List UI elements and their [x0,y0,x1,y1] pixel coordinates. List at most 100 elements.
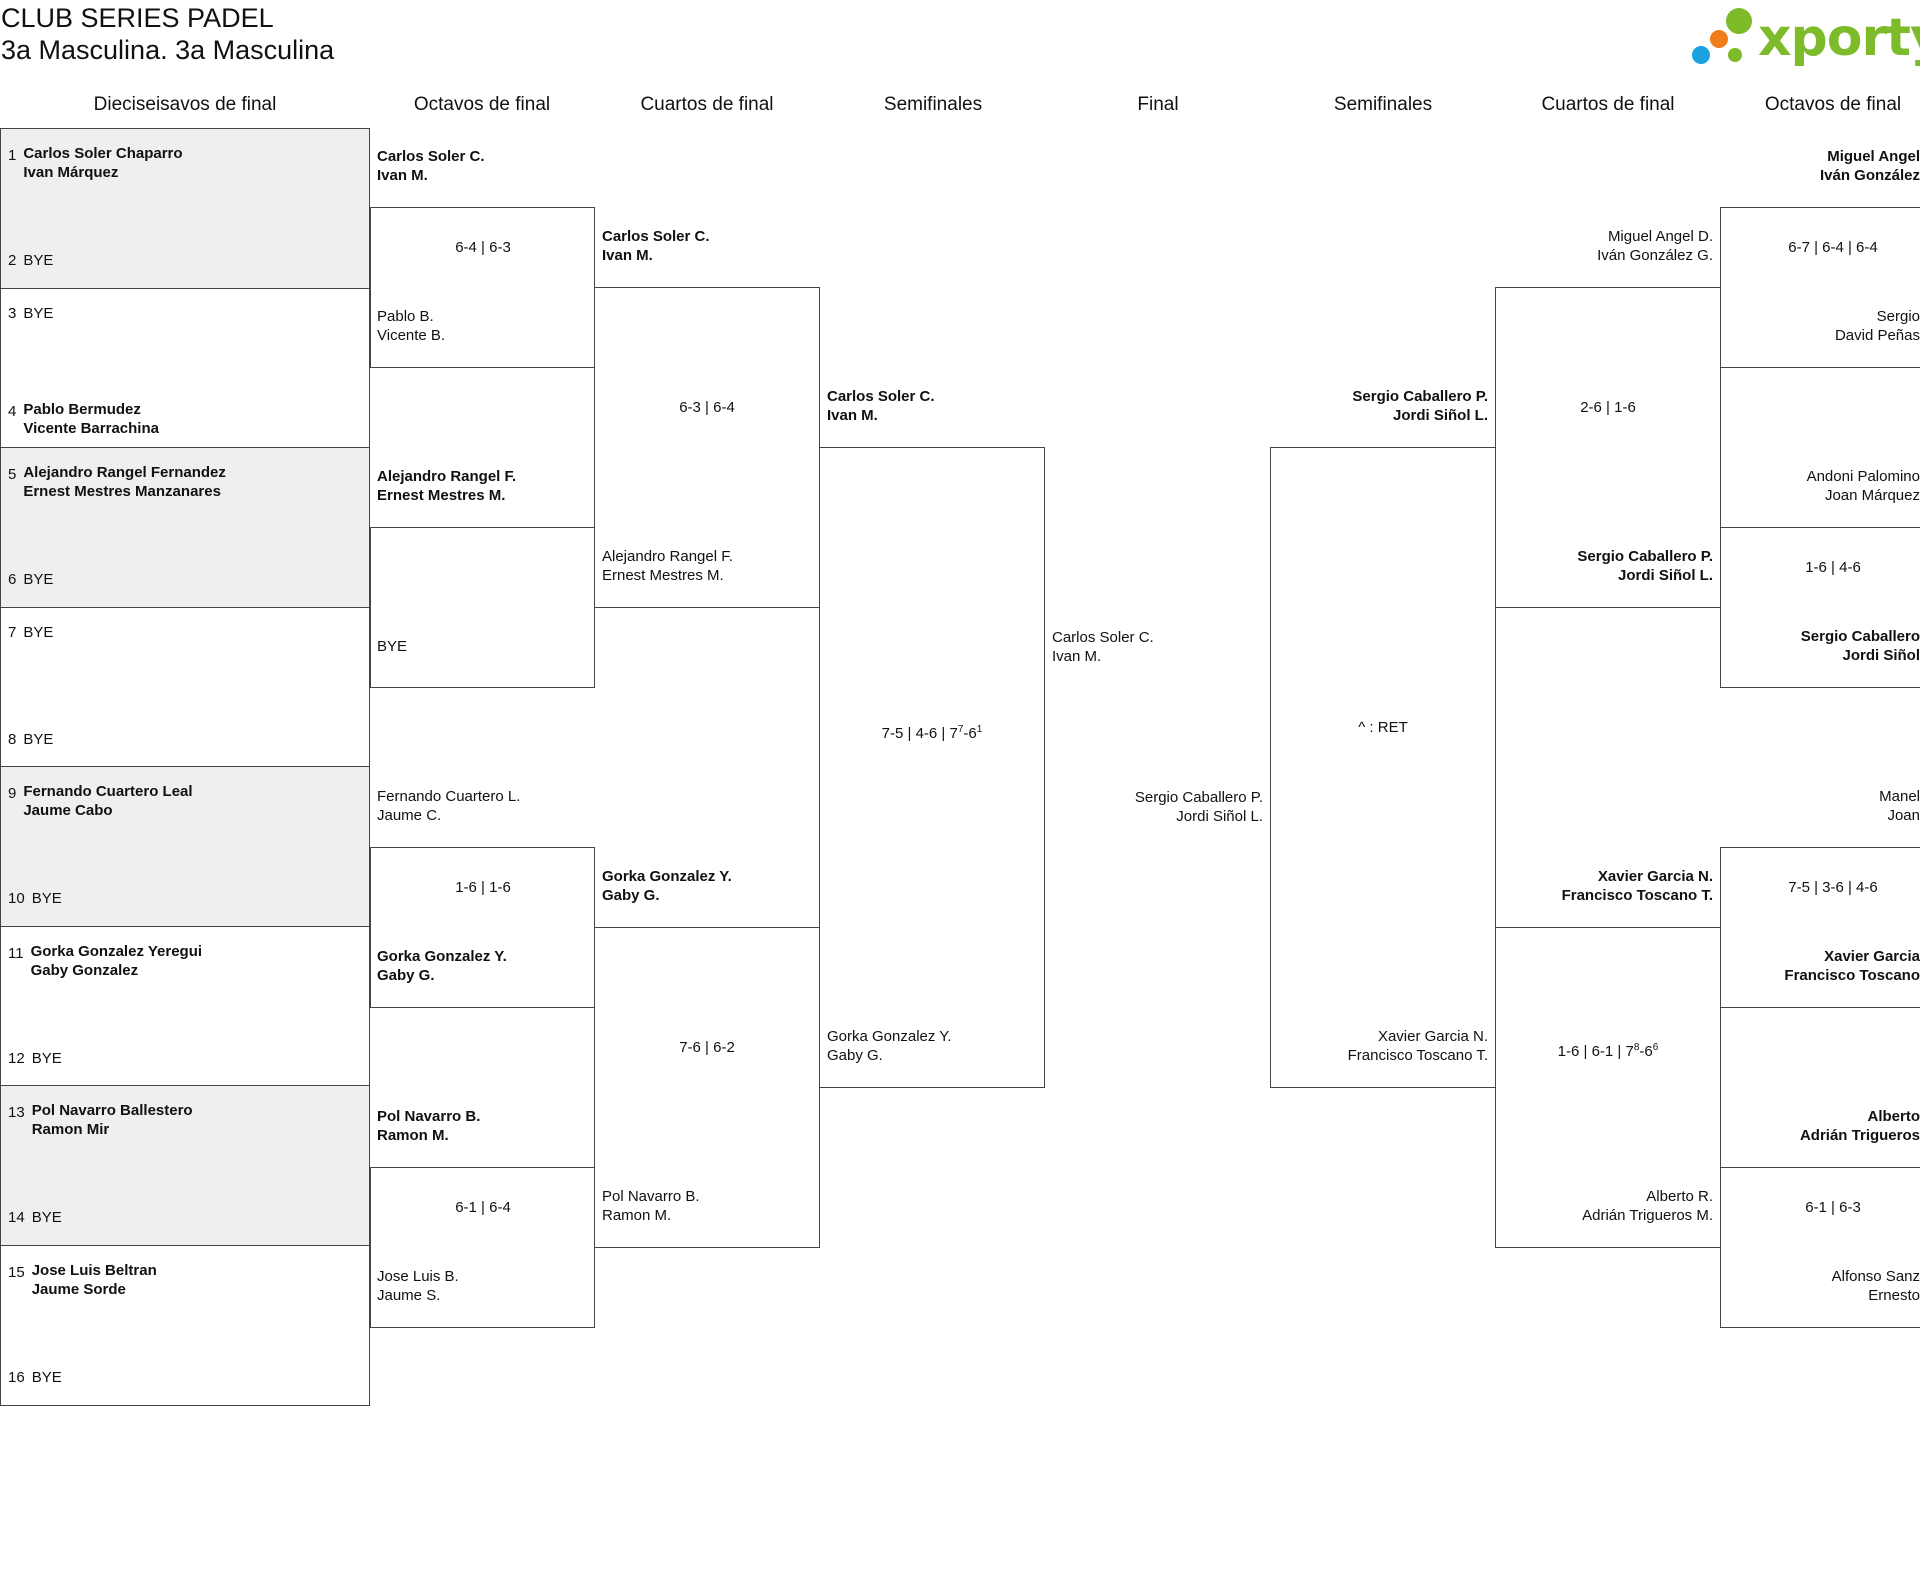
qf-right-match-1 [1495,287,1721,608]
r16-left-team-3: Alejandro Rangel F. Ernest Mestres M. [377,468,517,504]
seed-number: 2 [8,252,17,269]
page-title: CLUB SERIES PADEL [1,3,274,33]
seed-number: 15 [8,1264,25,1281]
player-1: BYE [31,1209,62,1226]
qf-right-score-2-sup1: 8 [1633,1042,1640,1053]
r16-left-team-8: Jose Luis B. Jaume S. [377,1268,459,1304]
r32-match-3 [0,447,370,608]
qf-right-score-2-main: 1-6 | 6-1 | 7 [1557,1043,1634,1060]
seed-number: 5 [8,466,17,483]
col-header-r32: Dieciseisavos de final [93,94,277,115]
qf-left-score-1: 6-3 | 6-4 [679,399,735,416]
qf-left-team-2: Alejandro Rangel F. Ernest Mestres M. [602,548,733,584]
col-header-r16-left: Octavos de final [413,94,551,115]
r16-right-team-1: Miguel Angel Iván González [1819,148,1920,184]
r16-right-team-2: Sergio David Peñas [1834,308,1920,344]
logo-dot-blue [1692,46,1710,64]
sf-left-match [819,447,1045,1088]
sf-left-team-2: Gorka Gonzalez Y. Gaby G. [827,1028,952,1064]
seed-number: 13 [8,1104,25,1121]
player-1: BYE [31,1050,62,1067]
player-1: BYE [23,731,54,748]
player-1: Fernando Cuartero Leal [23,783,193,800]
qf-right-team-3: Xavier Garcia N. Francisco Toscano T. [1561,868,1713,904]
seed-number: 16 [8,1369,25,1386]
seed-team: BYE [23,570,53,589]
seed-team: BYE [32,1368,62,1387]
player-2: Ivan Márquez [23,164,119,181]
sf-right-team-2: Xavier Garcia N. Francisco Toscano T. [1347,1028,1488,1064]
sf-left-score-sup1: 7 [957,724,964,735]
player-1: Pol Navarro Ballestero [31,1102,193,1119]
logo-dot-green-small [1728,48,1742,62]
player-2: Ernest Mestres Manzanares [23,483,221,500]
r16-right-team-5: Manel Joan [1879,788,1920,824]
r32-seed-6: 6 BYE [8,570,53,589]
xporty-logo: xporty [1690,4,1920,70]
sf-right-team-1: Sergio Caballero P. Jordi Siñol L. [1352,388,1488,424]
final-team-top: Carlos Soler C. Ivan M. [1052,629,1154,665]
seed-number: 10 [8,890,25,907]
player-2: Ramon Mir [31,1121,110,1138]
r16-right-team-3: Andoni Palomino Joan Márquez [1806,468,1920,504]
r32-match-8 [0,1245,370,1406]
r16-left-team-1: Carlos Soler C. Ivan M. [377,148,485,184]
col-header-final: Final [1137,94,1179,115]
player-2: Vicente Barrachina [23,420,159,437]
player-1: Carlos Soler Chaparro [23,145,183,162]
seed-number: 11 [8,945,24,962]
seed-team: BYE [32,1049,62,1068]
seed-number: 7 [8,624,17,641]
col-header-sf-left: Semifinales [883,94,983,115]
r16-right-team-6: Xavier Garcia Francisco Toscano [1784,948,1920,984]
qf-right-score-2-mid: -6 [1639,1043,1653,1060]
qf-left-match-1 [594,287,820,608]
seed-number: 9 [8,785,17,802]
player-2: Jaume Cabo [23,802,113,819]
r32-seed-2: 2 BYE [8,251,53,270]
qf-right-team-4: Alberto R. Adrián Trigueros M. [1582,1188,1713,1224]
qf-left-match-2 [594,927,820,1248]
seed-number: 12 [8,1050,25,1067]
r32-seed-16: 16 BYE [8,1368,62,1387]
seed-team: BYE [32,889,62,908]
player-1: BYE [23,252,54,269]
seed-number: 6 [8,571,17,588]
qf-left-score-2: 7-6 | 6-2 [679,1039,735,1056]
final-team-bottom: Sergio Caballero P. Jordi Siñol L. [1134,789,1263,825]
logo-text: xporty [1758,8,1920,68]
player-1: Jose Luis Beltran [31,1262,157,1279]
r16-left-match-3 [370,847,595,1008]
player-1: BYE [31,890,62,907]
seed-team: BYE [32,1208,62,1227]
seed-team: BYE [23,730,53,749]
seed-number: 4 [8,403,17,420]
player-2: Jaume Sorde [31,1281,126,1298]
r16-right-team-8: Alfonso Sanz Ernesto [1831,1268,1920,1304]
r32-seed-7: 7 BYE [8,623,53,642]
r32-match-6 [0,926,370,1087]
player-1: Alejandro Rangel Fernandez [23,464,226,481]
player-1: BYE [23,305,54,322]
qf-right-score-2-sup2: 6 [1652,1042,1659,1053]
r16-right-score-1: 6-7 | 6-4 | 6-4 [1788,239,1878,256]
r16-right-team-4: Sergio Caballero Jordi Siñol [1800,628,1920,664]
seed-team: BYE [23,623,53,642]
r16-left-score-1: 6-4 | 6-3 [455,239,511,256]
r16-left-team-2: Pablo B. Vicente B. [377,308,446,344]
player-1: BYE [23,571,54,588]
qf-left-team-3: Gorka Gonzalez Y. Gaby G. [602,868,732,904]
player-1: Gorka Gonzalez Yeregui [30,943,203,960]
r16-left-score-4: 6-1 | 6-4 [455,1199,511,1216]
